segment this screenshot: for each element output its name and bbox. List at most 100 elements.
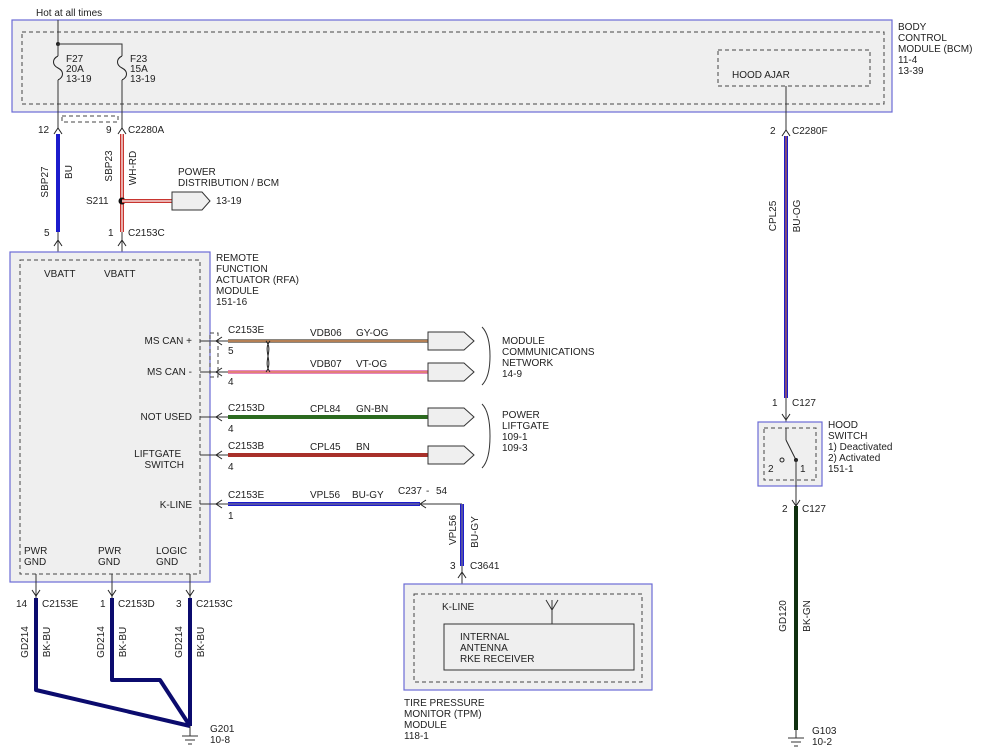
pin-12: 12 [38, 125, 50, 136]
kline-arrow-icon [215, 499, 223, 509]
splice-destination-label: POWER DISTRIBUTION / BCM [178, 167, 279, 189]
gnd3-arrow-icon [185, 589, 195, 597]
tpm-inner-dashed [413, 593, 643, 683]
gnd1-arrow-icon [31, 589, 41, 597]
connector-c127-top: C127 [792, 398, 816, 409]
connector-c3641: C3641 [470, 561, 500, 572]
wire-gd214-2-color: BK-BU [118, 627, 129, 658]
rfa-k-line: K-LINE [160, 500, 193, 511]
wire-cpl84-circuit: CPL84 [310, 404, 341, 415]
pin-5: 5 [44, 228, 50, 239]
pin-1-c127: 1 [772, 398, 778, 409]
wire-vpl56-color: BU-GY [352, 490, 384, 501]
wire-cpl25-circuit: CPL25 [768, 200, 779, 231]
pin-3: 3 [450, 561, 456, 572]
fuse-f27-icon [53, 55, 63, 81]
fuse-f23-label: F23 15A 13-19 [130, 54, 156, 85]
connector-c127-bottom: C127 [802, 504, 826, 515]
wire-sbp27-circuit: SBP27 [40, 166, 51, 198]
hood-switch-label: HOOD SWITCH 1) Deactivated 2) Activated … [828, 420, 895, 475]
pin-cpl45: 4 [228, 462, 234, 473]
rfa-label: REMOTE FUNCTION ACTUATOR (RFA) MODULE 15… [216, 253, 302, 308]
wire-gd120-color: BK-GN [802, 600, 813, 632]
offpage-arrow-cpl84-icon [427, 407, 475, 427]
gnd3-connector: C2153C [196, 599, 233, 610]
pin-cpl84: 4 [228, 424, 234, 435]
twisted-pair-icon [265, 340, 271, 373]
rfa-not-used: NOT USED [141, 412, 193, 423]
wire-gd214-3-circuit: GD214 [174, 626, 185, 658]
pin-2-c127: 2 [782, 504, 788, 515]
cpl45-arrow-icon [215, 450, 223, 460]
connector-c237-dash: - [426, 486, 429, 497]
ground-g103-label: G103 10-2 [812, 726, 839, 748]
offpage-arrow-can-minus-icon [427, 362, 475, 382]
wire-gd214-1 [34, 598, 191, 728]
wire-gd214-1-color: BK-BU [42, 627, 53, 658]
antenna-icon [545, 599, 559, 624]
cpl84-arrow-icon [215, 412, 223, 422]
bcm-label: BODY CONTROL MODULE (BCM) 11-4 13-39 [898, 22, 975, 77]
wire-cpl84-color: GN-BN [356, 404, 388, 415]
wire-sbp27-color: BU [64, 165, 75, 179]
network-destination-label: MODULE COMMUNICATIONS NETWORK 14-9 [502, 336, 597, 380]
pin-54: 54 [436, 486, 448, 497]
bcm-inner-dashed [21, 31, 885, 105]
liftgate-bracket-icon [481, 403, 491, 469]
hood-ajar-label: HOOD AJAR [732, 70, 790, 81]
hood-switch-contact-2 [779, 457, 785, 463]
gnd1-connector: C2153E [42, 599, 78, 610]
wire-sbp23-circuit: SBP23 [104, 150, 115, 182]
network-bracket-icon [481, 326, 491, 386]
power-bus [58, 43, 123, 56]
ground-g201-icon [182, 735, 198, 745]
connector-c2280a: C2280A [128, 125, 164, 136]
can-plus-arrow-icon [215, 336, 223, 346]
c2280f-arrow-icon [781, 129, 791, 137]
tpm-label: TIRE PRESSURE MONITOR (TPM) MODULE 118-1 [404, 698, 487, 742]
wire-vdb07-color: VT-OG [356, 359, 387, 370]
connector-c2280a-pin12-icon [53, 127, 63, 135]
rfa-pwr-gnd-1: PWR GND [24, 546, 50, 568]
offpage-arrow-power-icon [171, 191, 211, 211]
ground-g103-icon [788, 737, 804, 747]
wire-vdb06-circuit: VDB06 [310, 328, 342, 339]
wire-cpl45-color: BN [356, 442, 370, 453]
rfa-vbatt-2: VBATT [104, 269, 135, 280]
rfa-pwr-gnd-2: PWR GND [98, 546, 124, 568]
wire-vdb07-circuit: VDB07 [310, 359, 342, 370]
connector-c2153e-kline: C2153E [228, 490, 264, 501]
hood-ajar-box [717, 49, 871, 87]
fuse-f27-label: F27 20A 13-19 [66, 54, 92, 85]
pin-kline: 1 [228, 511, 234, 522]
tpm-k-line: K-LINE [442, 602, 475, 613]
fuse-f23-icon [117, 55, 127, 81]
gnd1-pin: 14 [16, 599, 28, 610]
connector-c2280a-pin9-icon [117, 127, 127, 135]
ground-g201-label: G201 10-8 [210, 724, 237, 746]
hood-switch-pin-1: 1 [800, 464, 806, 475]
pin-can-minus: 4 [228, 377, 234, 388]
can-connector-dashed [209, 332, 219, 378]
offpage-arrow-can-plus-icon [427, 331, 475, 351]
gnd2-pin: 1 [100, 599, 106, 610]
wire-gd214-2 [110, 598, 192, 728]
wire-gd214-1-circuit: GD214 [20, 626, 31, 658]
hood-switch-lever-icon [785, 439, 797, 461]
wire-vdb06-color: GY-OG [356, 328, 389, 339]
rke-receiver-label: INTERNAL ANTENNA RKE RECEIVER [460, 632, 534, 665]
wire-gd214-3-color: BK-BU [196, 627, 207, 658]
rfa-ms-can-minus: MS CAN - [147, 367, 192, 378]
hood-switch-inner [763, 427, 817, 481]
splice-s211-label: S211 [86, 196, 109, 207]
wire-cpl25-color: BU-OG [792, 199, 803, 232]
wire-gd214-2-circuit: GD214 [96, 626, 107, 658]
wire-vpl56-vertical-circuit: VPL56 [448, 515, 459, 545]
gnd2-connector: C2153D [118, 599, 155, 610]
can-minus-arrow-icon [215, 367, 223, 377]
liftgate-destination-label: POWER LIFTGATE 109-1 109-3 [502, 410, 552, 454]
connector-c2280f: C2280F [792, 126, 828, 137]
pin-1: 1 [108, 228, 114, 239]
connector-c2153e-can: C2153E [228, 325, 264, 336]
connector-c2153d: C2153D [228, 403, 265, 414]
